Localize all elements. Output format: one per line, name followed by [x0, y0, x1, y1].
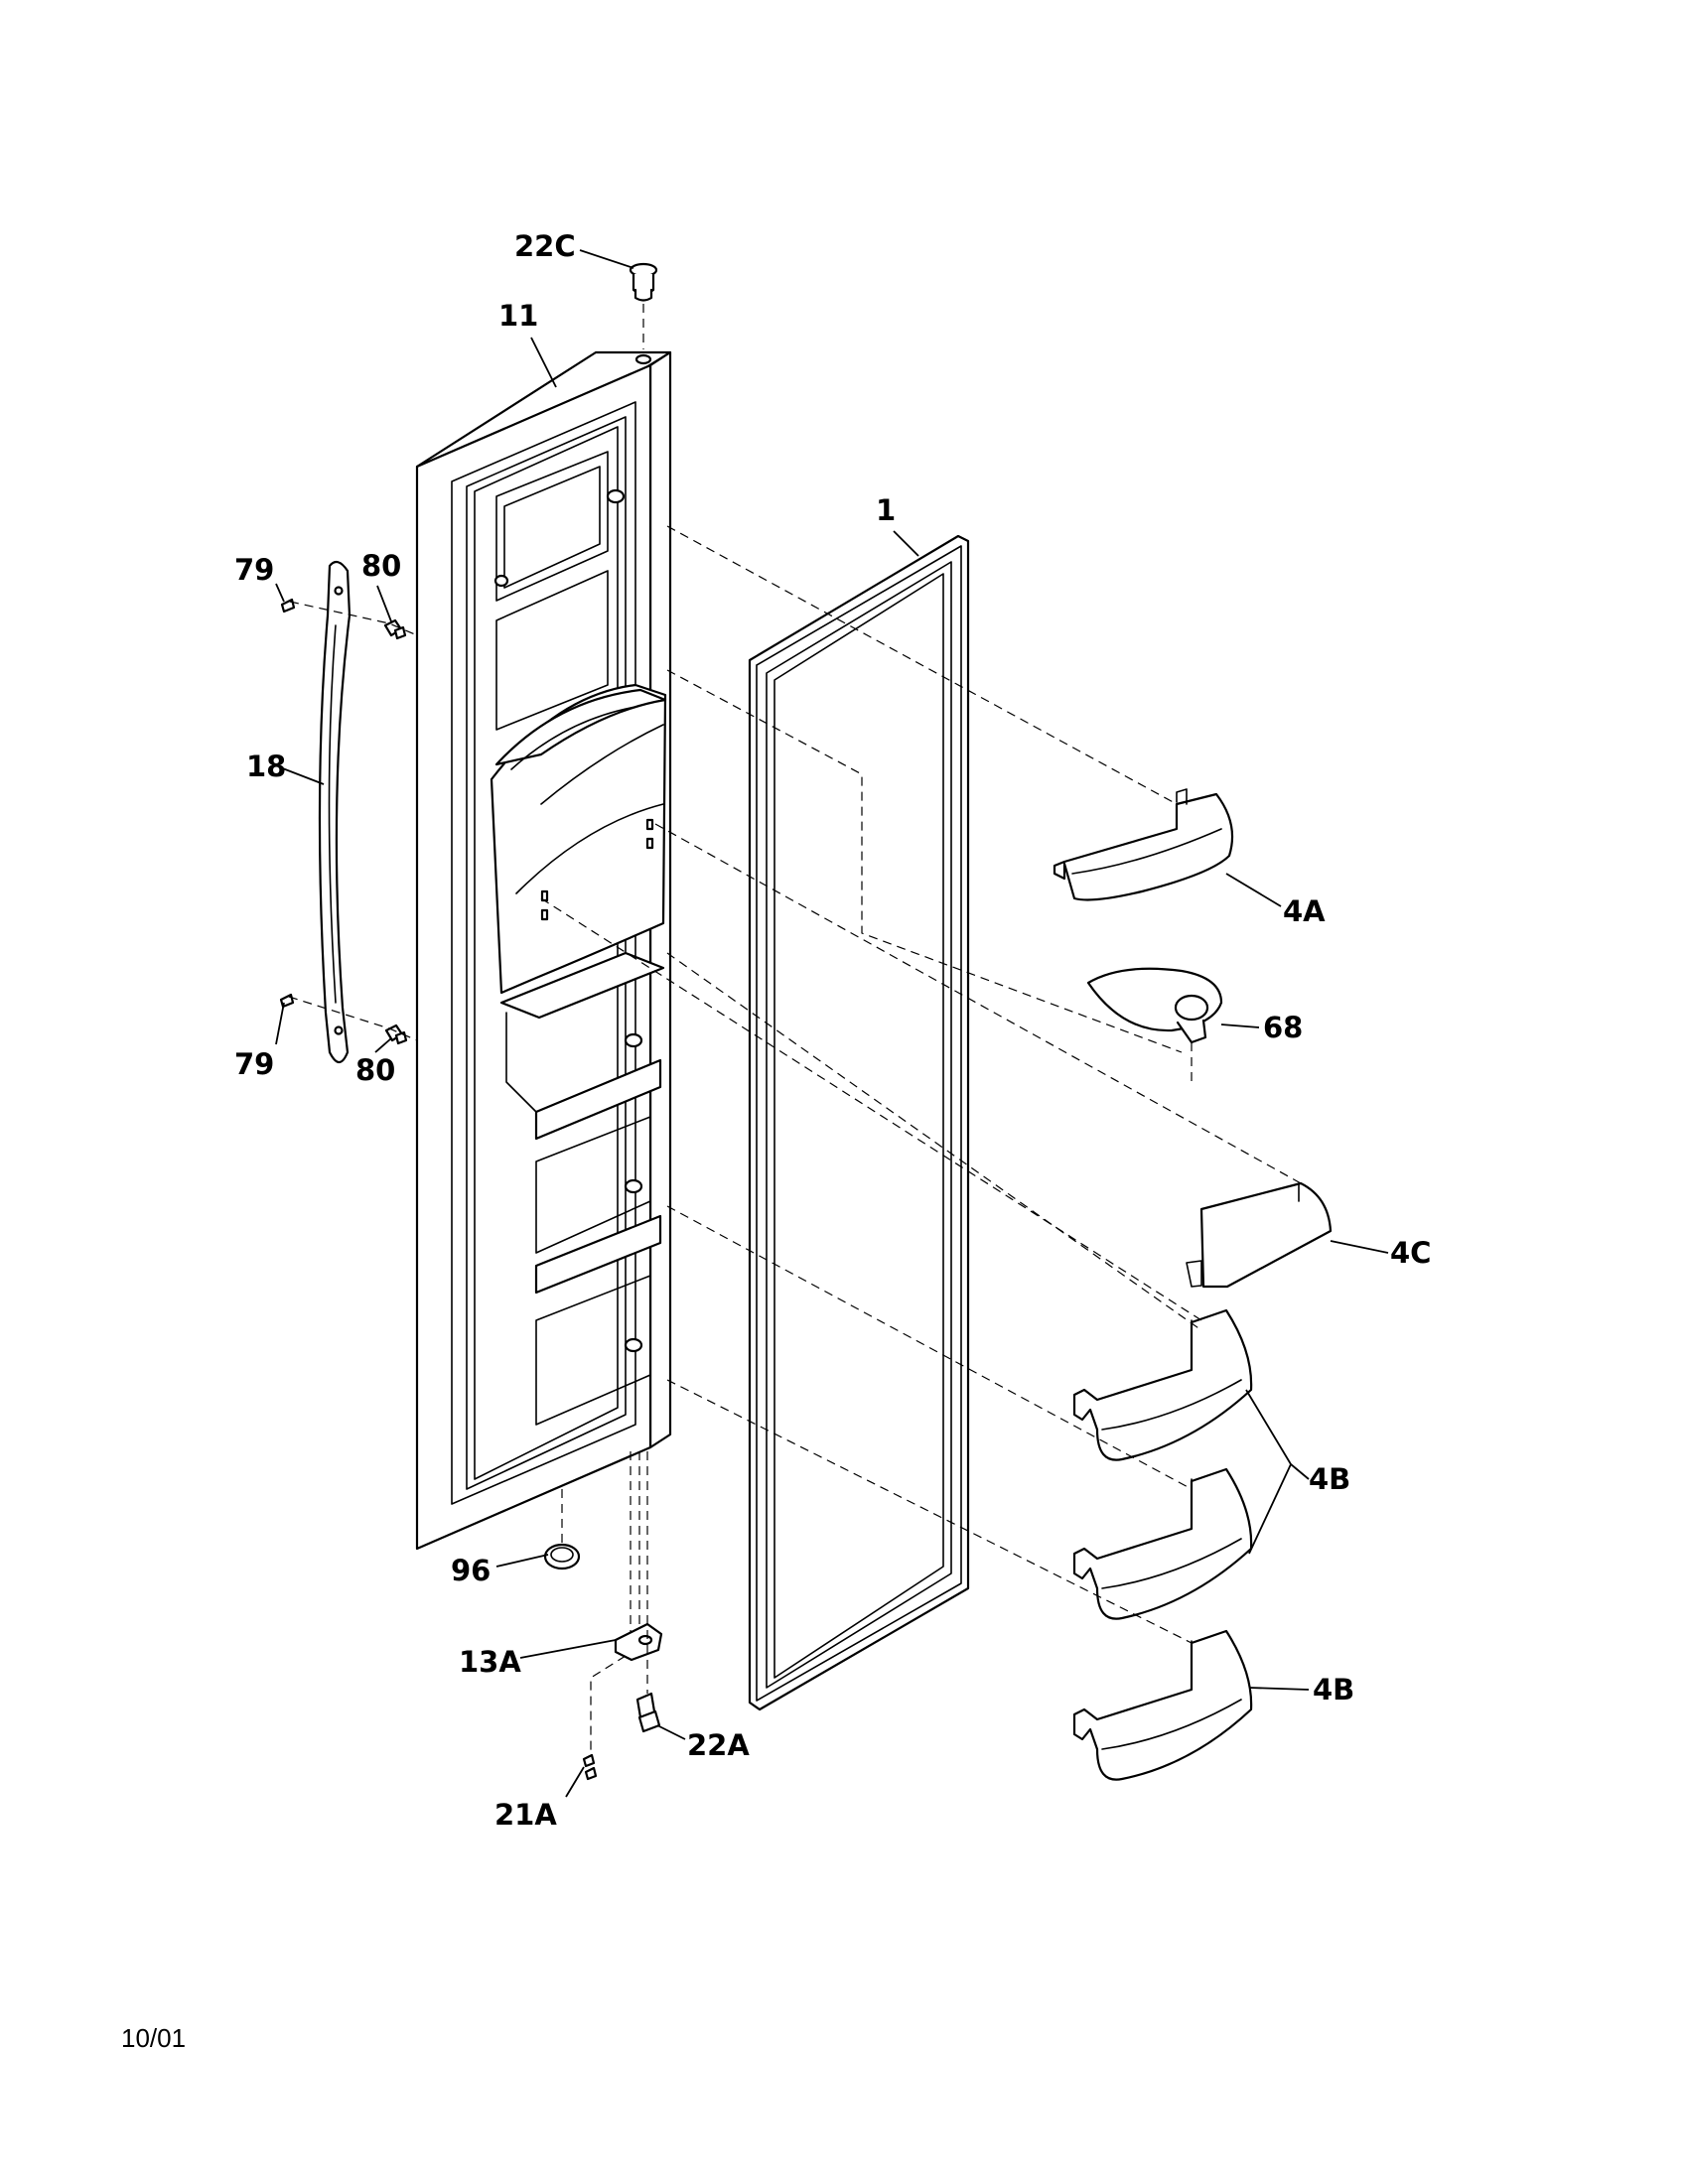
leader-lines: [275, 249, 1389, 1798]
dispenser-cup-68: [1086, 967, 1223, 1044]
callout-79-top: 79: [234, 553, 274, 587]
door-gasket: [748, 534, 970, 1711]
door-bin-4A: [1053, 788, 1234, 901]
door-bin-4B-2: [1072, 1467, 1253, 1620]
callout-18: 18: [246, 750, 286, 783]
callout-79-bottom: 79: [234, 1047, 274, 1081]
callout-96: 96: [451, 1554, 491, 1587]
callout-22A: 22A: [687, 1728, 750, 1762]
hinge-pin-22A: [635, 1692, 661, 1733]
callout-13A: 13A: [459, 1645, 521, 1679]
door-bin-4B-3: [1072, 1629, 1253, 1781]
callout-4C: 4C: [1390, 1236, 1431, 1270]
callout-1: 1: [876, 493, 896, 527]
plug-96: [543, 1543, 581, 1570]
callout-4B-1: 4B: [1309, 1462, 1350, 1496]
bracket-13A: [614, 1622, 663, 1662]
callout-21A: 21A: [494, 1798, 557, 1832]
screw-79-top: [280, 598, 296, 614]
callout-22C: 22C: [514, 229, 576, 263]
callout-68: 68: [1263, 1011, 1303, 1044]
cap-22C: [629, 262, 658, 302]
screw-21A: [582, 1753, 598, 1781]
callout-4B-2: 4B: [1313, 1673, 1354, 1706]
door-handle: [318, 560, 352, 1064]
fastener-80-top: [383, 618, 407, 640]
door-bin-4B-1: [1072, 1308, 1253, 1461]
footer-date: 10/01: [121, 2023, 186, 2053]
callout-80-top: 80: [361, 549, 401, 583]
callout-4A: 4A: [1283, 894, 1326, 928]
door-bin-4C: [1186, 1181, 1333, 1289]
assembly-lines: [288, 304, 1302, 1755]
callout-80-bottom: 80: [355, 1053, 395, 1087]
callout-11: 11: [498, 299, 538, 333]
door-assembly: [415, 350, 672, 1551]
